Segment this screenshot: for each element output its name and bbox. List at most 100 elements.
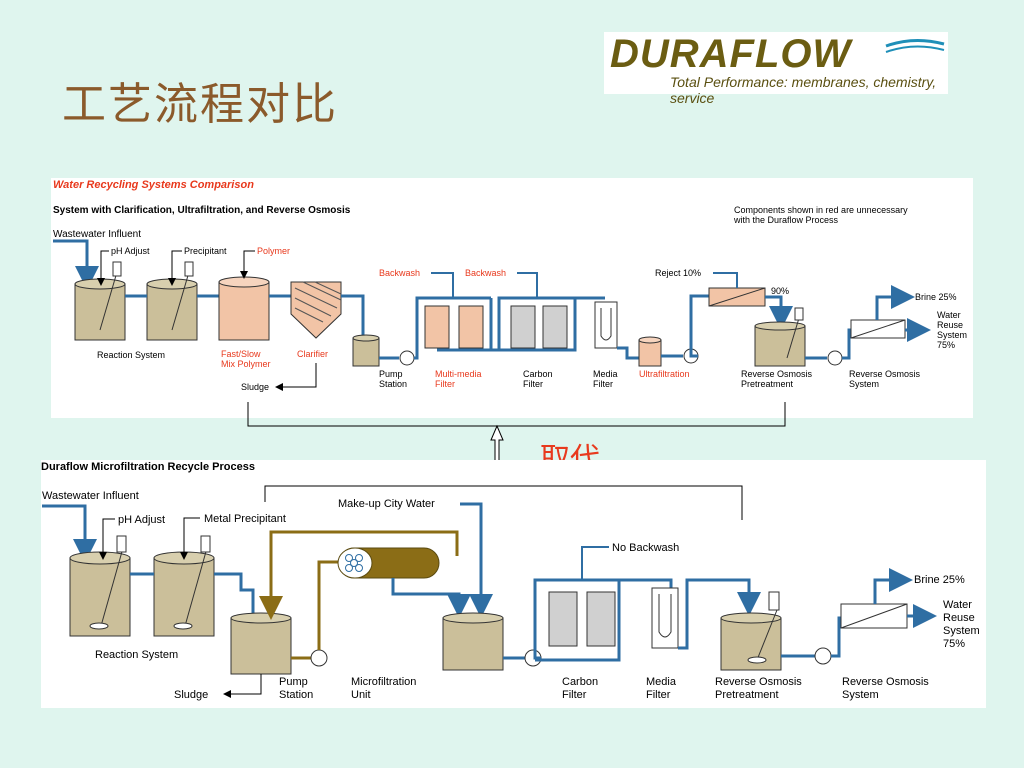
top-ro-label-2: System: [849, 379, 879, 389]
bottom-sludge-label: Sludge: [174, 689, 208, 701]
logo-swoosh-icon: [885, 39, 945, 53]
bottom-brine-label: Brine 25%: [914, 574, 965, 586]
top-reject-pipe: [713, 272, 738, 288]
top-water-label-4: 75%: [937, 340, 955, 350]
bottom-pipe-to-ro: [831, 616, 841, 658]
bottom-ro-label-2: System: [842, 689, 879, 701]
top-clarifier: [290, 281, 342, 339]
bottom-influent-label: Wastewater Influent: [42, 490, 139, 502]
top-backwash-2-pipe: [517, 272, 538, 298]
top-diagram: Water Recycling Systems Comparison Syste…: [53, 179, 967, 392]
bottom-media-filter-element: [658, 594, 672, 638]
bottom-water-label-1: Water: [943, 599, 972, 611]
bottom-diagram-panel: Duraflow Microfiltration Recycle Process…: [41, 460, 986, 708]
top-pipe-to-ro: [842, 328, 851, 360]
top-diagram-panel: Water Recycling Systems Comparison Syste…: [51, 178, 973, 418]
top-ro-pre-label-2: Pretreatment: [741, 379, 794, 389]
bottom-carbon-filter-1: [548, 591, 578, 647]
top-sludge-label: Sludge: [241, 382, 269, 392]
bottom-pipe-media-out: [678, 578, 761, 650]
top-polymer-label: Polymer: [257, 246, 290, 256]
bottom-permeate-pipe: [391, 578, 471, 618]
top-pipe-to-ro-pretreatment: [765, 295, 793, 330]
top-media-filter: [594, 301, 618, 349]
bottom-media-label-1: Media: [646, 676, 677, 688]
top-sludge-arrow: [275, 363, 317, 391]
top-heading: Water Recycling Systems Comparison: [53, 179, 254, 191]
top-carbon-label-1: Carbon: [523, 369, 553, 379]
duraflow-logo: DURAFLOW Total Performance: membranes, c…: [604, 32, 948, 106]
bottom-diagram: Duraflow Microfiltration Recycle Process…: [41, 461, 980, 701]
bottom-water-label-3: System: [943, 625, 980, 637]
bottom-carbon-label-1: Carbon: [562, 676, 598, 688]
bottom-reaction-tank-2: [153, 535, 215, 637]
top-reaction-tank-1: [74, 261, 126, 341]
top-subheading: System with Clarification, Ultrafiltrati…: [53, 205, 351, 216]
bottom-no-backwash-pipe: [581, 546, 609, 580]
top-media-label-1: Media: [593, 369, 618, 379]
bottom-reaction-system-label: Reaction System: [95, 649, 178, 661]
bottom-pump-label-1: Pump: [279, 676, 308, 688]
bottom-ro-pretreatment-tank: [720, 591, 782, 671]
top-ro-label-1: Reverse Osmosis: [849, 369, 921, 379]
top-ro-pre-label-1: Reverse Osmosis: [741, 369, 813, 379]
top-ph-adjust-arrow: [97, 250, 109, 286]
top-pipe-to-pump: [341, 294, 365, 338]
top-backwash-1-pipe: [431, 272, 454, 298]
top-red-ro-unit: [708, 287, 766, 307]
bottom-mf-label-2: Unit: [351, 689, 371, 701]
bottom-water-label-2: Reuse: [943, 612, 975, 624]
logo-tagline: Total Performance: membranes, chemistry,…: [670, 74, 937, 106]
bottom-sludge-arrow: [223, 674, 262, 698]
slide-title: 工艺流程对比: [62, 79, 338, 130]
bottom-carbon-label-2: Filter: [562, 689, 587, 701]
bottom-metal-precipitant-label: Metal Precipitant: [204, 513, 286, 525]
top-fast-slow-mix-tank: [218, 276, 270, 341]
top-pump-label-2: Station: [379, 379, 407, 389]
top-water-label-2: Reuse: [937, 320, 963, 330]
top-note-line2: with the Duraflow Process: [733, 215, 839, 225]
bottom-no-backwash-label: No Backwash: [612, 542, 679, 554]
bottom-carbon-filter-2: [586, 591, 616, 647]
bottom-mf-feed-pipe: [317, 560, 339, 650]
top-pump-label-1: Pump: [379, 369, 403, 379]
top-ro-pretreatment-tank: [754, 307, 806, 367]
bottom-pump-1-icon: [310, 649, 328, 667]
top-ultrafiltration-label: Ultrafiltration: [639, 369, 690, 379]
top-media-filter-element: [600, 308, 612, 341]
bottom-ro-system-unit: [840, 603, 908, 629]
top-ro-system-unit: [850, 319, 906, 339]
top-multimedia-filter-2: [458, 305, 484, 349]
bottom-influent-pipe: [42, 504, 97, 563]
bottom-pump-station-tank: [230, 612, 292, 675]
bottom-pipe-to-media: [619, 578, 673, 588]
logo-wordmark: DURAFLOW: [610, 32, 852, 76]
bottom-ro-pre-label-2: Pretreatment: [715, 689, 779, 701]
top-influent-pipe: [53, 239, 99, 290]
top-multimedia-label-1: Multi-media: [435, 369, 482, 379]
top-pipe-to-red-ro: [689, 294, 709, 358]
top-multimedia-filter-1: [424, 305, 450, 349]
top-backwash-2-label: Backwash: [465, 268, 506, 278]
bottom-microfiltration-unit: [337, 547, 440, 579]
top-fast-slow-label-1: Fast/Slow: [221, 349, 261, 359]
top-media-label-2: Filter: [593, 379, 613, 389]
top-brine-pipe: [875, 285, 915, 320]
top-reaction-tank-2: [146, 261, 198, 341]
top-carbon-filter-2: [542, 305, 568, 349]
top-reaction-system-label: Reaction System: [97, 350, 165, 360]
bottom-mf-return-pipe: [259, 530, 459, 620]
top-polymer-arrow: [240, 250, 255, 279]
bottom-media-label-2: Filter: [646, 689, 671, 701]
bottom-mf-label-1: Microfiltration: [351, 676, 416, 688]
top-carbon-label-2: Filter: [523, 379, 543, 389]
bottom-pipe-to-carbon: [533, 578, 621, 662]
bottom-ph-adjust-label: pH Adjust: [118, 514, 165, 526]
bottom-metal-precipitant-arrow: [180, 517, 200, 560]
bottom-media-filter: [651, 587, 679, 649]
bottom-ro-pre-label-1: Reverse Osmosis: [715, 676, 802, 688]
top-ultrafiltration-tank: [638, 336, 662, 367]
top-influent-label: Wastewater Influent: [53, 229, 141, 240]
top-reject-label: Reject 10%: [655, 268, 701, 278]
bottom-makeup-label: Make-up City Water: [338, 498, 435, 510]
